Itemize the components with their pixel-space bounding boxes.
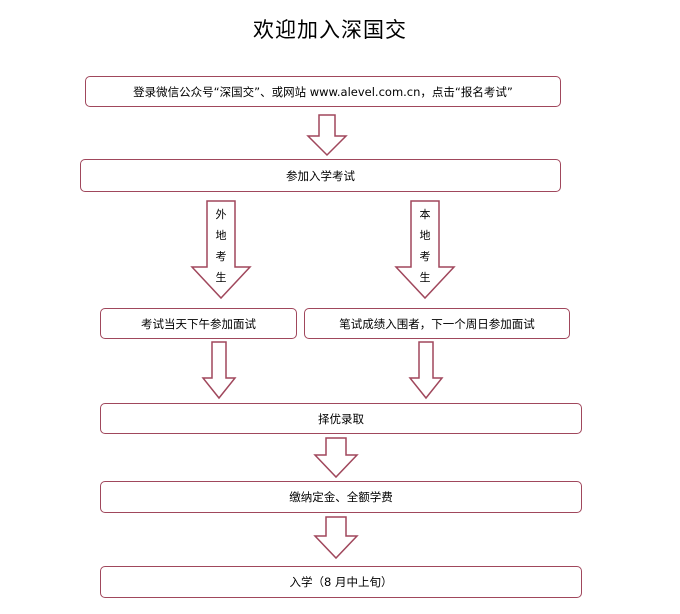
arrow-out-of-town-to-selection: [201, 341, 237, 400]
step-register-label: 登录微信公众号“深国交”、或网站 www.alevel.com.cn，点击“报名…: [133, 84, 513, 99]
branch-char: 考: [215, 250, 227, 263]
step-enrollment-label: 入学（8 月中上旬）: [289, 575, 393, 589]
branch-char: 生: [215, 271, 227, 284]
arrow-selection-to-payment: [313, 437, 359, 479]
branch-char: 地: [419, 229, 431, 242]
branch-char: 考: [419, 250, 431, 263]
step-selection-label: 择优录取: [318, 411, 364, 426]
step-attend-exam: 参加入学考试: [80, 159, 561, 192]
branch-label-out-of-town: 外 地 考 生: [214, 204, 228, 288]
branch-char: 本: [419, 208, 431, 221]
page-title: 欢迎加入深国交: [253, 18, 407, 42]
branch-label-local: 本 地 考 生: [418, 204, 432, 288]
branch-char: 地: [215, 229, 227, 242]
step-selection: 择优录取: [100, 403, 582, 434]
step-local-interview-label: 笔试成绩入围者，下一个周日参加面试: [339, 316, 535, 331]
step-out-of-town-interview: 考试当天下午参加面试: [100, 308, 297, 339]
branch-char: 外: [215, 208, 227, 221]
arrow-local-to-selection: [408, 341, 444, 400]
arrow-exam-to-out-of-town: [190, 200, 252, 300]
step-enrollment: 入学（8 月中上旬）: [100, 566, 582, 598]
arrow-register-to-exam: [306, 114, 348, 157]
arrow-exam-to-local: [394, 200, 456, 300]
branch-char: 生: [419, 271, 431, 284]
step-register: 登录微信公众号“深国交”、或网站 www.alevel.com.cn，点击“报名…: [85, 76, 561, 107]
step-payment: 缴纳定金、全额学费: [100, 481, 582, 513]
step-local-interview: 笔试成绩入围者，下一个周日参加面试: [304, 308, 570, 339]
step-payment-label: 缴纳定金、全额学费: [289, 490, 393, 504]
step-attend-exam-label: 参加入学考试: [286, 168, 355, 183]
step-out-of-town-interview-label: 考试当天下午参加面试: [141, 316, 256, 331]
arrow-payment-to-enrollment: [313, 516, 359, 560]
